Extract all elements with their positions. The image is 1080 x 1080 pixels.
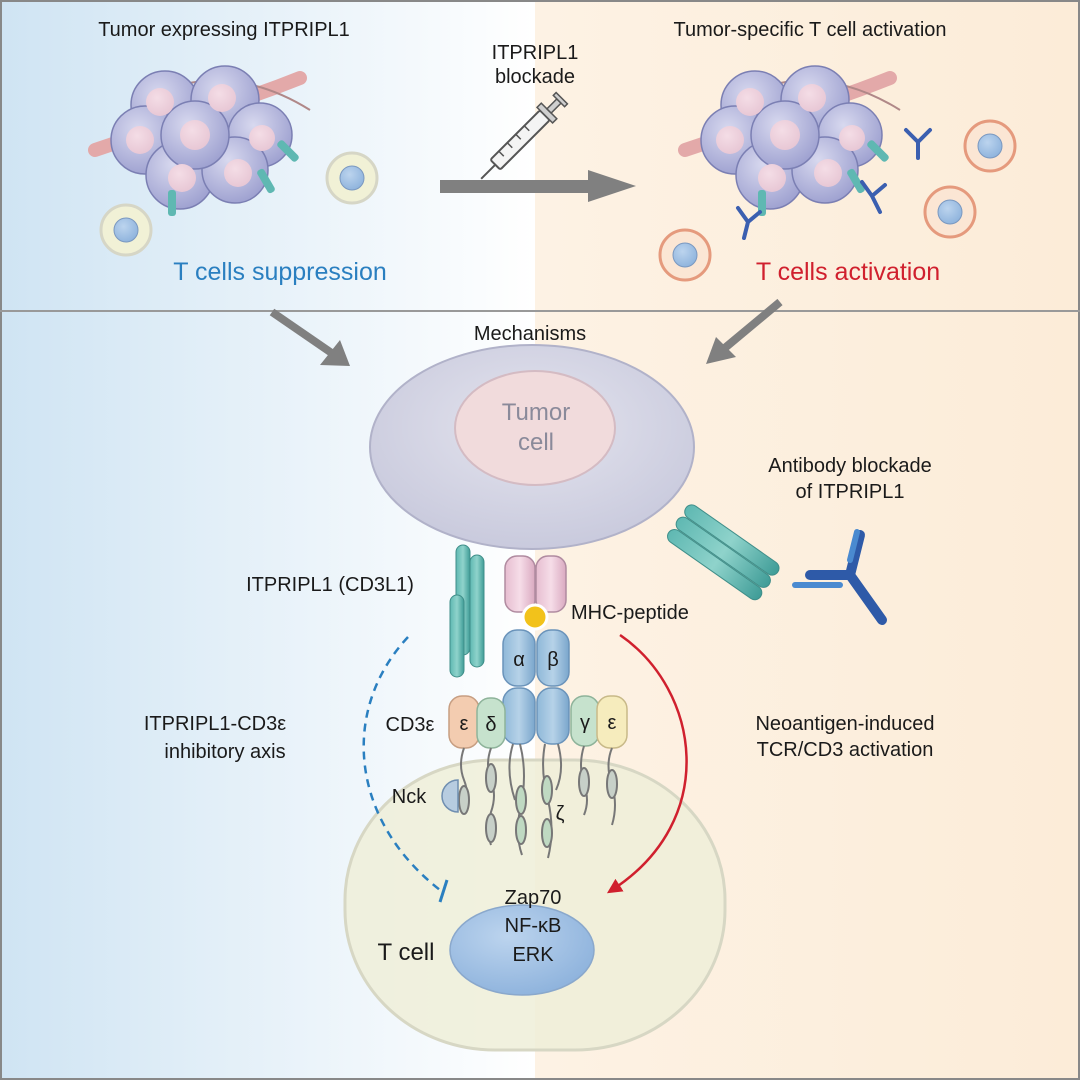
tumor-cell-nucleus [454, 370, 616, 486]
alpha-label: α [513, 649, 525, 671]
t-cell-icon-right-2 [923, 185, 977, 239]
beta-label: β [547, 649, 559, 671]
antibody-blockade-label-line1: Antibody blockade [768, 455, 931, 477]
antibody-icon-large [792, 529, 887, 625]
tumor-cell-label-line2: cell [518, 429, 554, 456]
t-cell-label: T cell [378, 939, 435, 966]
nck-label: Nck [392, 786, 427, 808]
t-cell-icon-left-large [99, 203, 153, 257]
epsilon-label-right: ε [608, 712, 617, 734]
peptide-icon [521, 603, 549, 631]
antibody-icon-small-3 [736, 206, 762, 240]
cd3-cytoplasmic-tails [458, 743, 618, 859]
zap70-label: Zap70 [505, 887, 562, 909]
itpripl1-receptor [449, 544, 485, 678]
cd3e-label: CD3ε [386, 714, 435, 736]
epsilon-label-left: ε [460, 713, 469, 735]
tumor-cluster-right [678, 65, 901, 216]
neoantigen-label-line1: Neoantigen-induced [755, 713, 934, 735]
mechanism-arrow-left [269, 308, 350, 366]
itpripl1-right-receptor [667, 504, 780, 601]
antibody-icon-small-1 [904, 128, 932, 160]
antibody-blockade-label-line2: of ITPRIPL1 [796, 481, 905, 503]
tumor-cells-left [110, 65, 293, 210]
activation-path-arrow [606, 633, 688, 894]
inhibitory-axis-label-line1: ITPRIPL1-CD3ε [144, 713, 286, 735]
t-cell-icon-right-1 [963, 119, 1017, 173]
syringe-icon [480, 91, 569, 180]
t-cell-icon-left-small [325, 151, 379, 205]
blockade-arrow [440, 170, 636, 202]
zeta-label: ζ [556, 803, 565, 825]
erk-label: ERK [512, 944, 554, 966]
mechanism-arrow-right [706, 298, 783, 364]
antibody-icon-small-2 [860, 180, 887, 214]
delta-label: δ [485, 714, 496, 736]
t-cell-icon-right-3 [658, 228, 712, 282]
t-cells-suppression-label: T cells suppression [173, 258, 387, 286]
t-cells-activation-label: T cells activation [756, 258, 940, 286]
mhc-complex [504, 555, 567, 613]
blockade-label-line2: blockade [495, 66, 575, 88]
neoantigen-label-line2: TCR/CD3 activation [757, 739, 934, 761]
mhc-peptide-label: MHC-peptide [571, 602, 689, 624]
tcr-alpha-beta [502, 629, 570, 745]
blockade-label-line1: ITPRIPL1 [492, 42, 579, 64]
nfkb-label: NF-κB [505, 915, 562, 937]
cd3-gamma-epsilon [570, 695, 628, 749]
tumor-cell-label-line1: Tumor [502, 399, 570, 426]
itpripl1-label: ITPRIPL1 (CD3L1) [246, 574, 414, 596]
nck-icon [441, 779, 459, 813]
inhibitory-axis-bar [438, 879, 449, 903]
tumor-cluster-left [88, 65, 311, 216]
gamma-label: γ [580, 712, 590, 734]
t-cell-nucleus [449, 904, 595, 996]
top-right-title: Tumor-specific T cell activation [673, 19, 946, 41]
top-left-title: Tumor expressing ITPRIPL1 [98, 19, 350, 41]
mechanisms-title: Mechanisms [474, 323, 586, 345]
cd3-epsilon-delta [448, 695, 506, 749]
inhibitory-axis-label-line2: inhibitory axis [164, 741, 285, 763]
